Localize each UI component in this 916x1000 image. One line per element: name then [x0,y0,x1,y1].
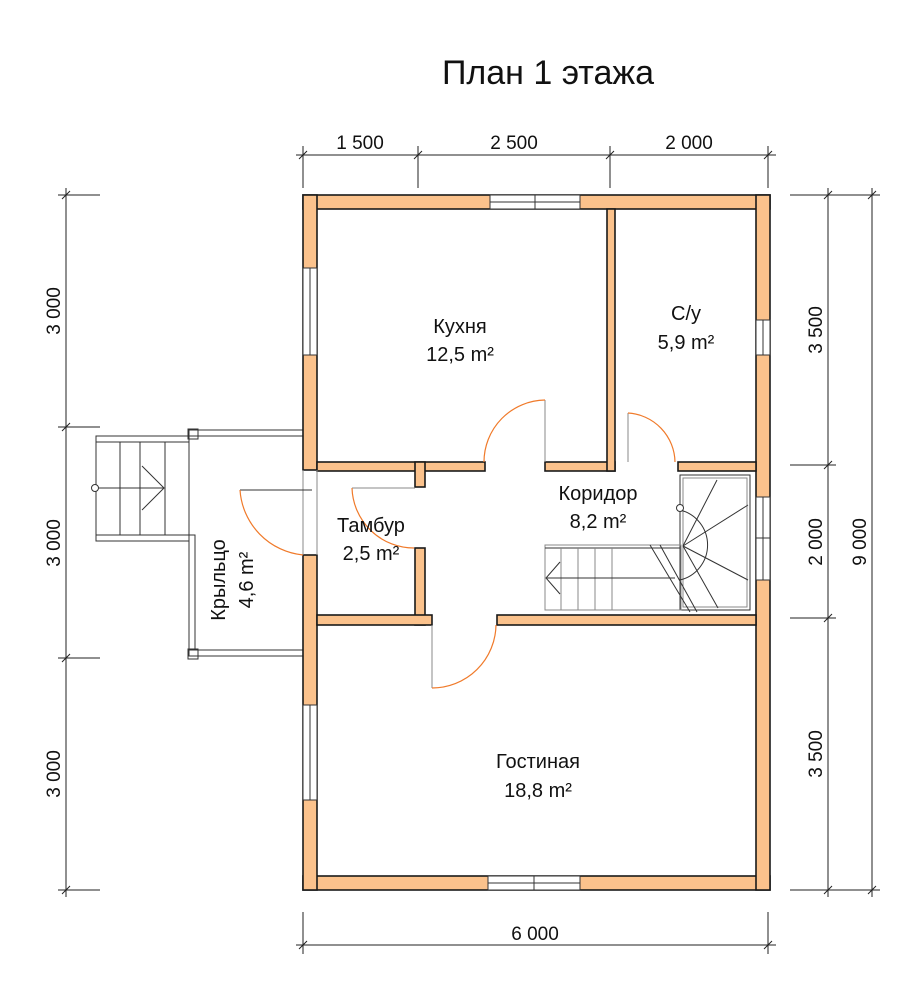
room-living: Гостиная 18,8 m² [496,751,580,802]
dim-left-1: 3 000 [44,287,65,335]
window-right-stairs [755,496,771,581]
post [187,428,199,440]
room-area: 8,2 m² [570,511,627,533]
dim-bottom: 6 000 [511,924,559,945]
room-vestibule: Тамбур 2,5 m² [337,515,405,565]
dimension-top: 1 500 2 500 2 000 [296,133,776,188]
room-area: 12,5 m² [426,344,494,366]
porch [187,428,304,660]
room-name: С/у [671,303,701,325]
door-vestibule [351,487,415,549]
staircase [544,474,751,613]
dim-top-1: 1 500 [336,133,384,154]
dim-left-2: 3 000 [44,519,65,567]
dimension-left: 3 000 3 000 3 000 [44,188,100,897]
dim-right-total: 9 000 [850,518,871,566]
window-left-kitchen [302,267,318,356]
dim-right-1: 3 500 [806,306,827,354]
plan-title: План 1 этажа [442,54,654,92]
door-kitchen [483,399,546,463]
window-right-bath [755,319,771,356]
dim-left-3: 3 000 [44,750,65,798]
porch-steps [91,435,190,542]
room-area: 4,6 m² [236,551,258,608]
room-area: 2,5 m² [343,543,400,565]
dimension-right: 3 500 2 000 3 500 9 000 [790,188,880,897]
room-name: Гостиная [496,751,580,773]
dim-right-3: 3 500 [806,730,827,778]
room-bathroom: С/у 5,9 m² [658,303,715,354]
door-entry [239,489,312,556]
room-name: Коридор [559,483,638,505]
room-corridor: Коридор 8,2 m² [559,483,638,533]
room-name: Кухня [433,316,487,338]
dim-top-3: 2 000 [665,133,713,154]
door-living [431,624,497,689]
room-area: 18,8 m² [504,780,572,802]
window-top [489,194,581,210]
window-left-living [302,704,318,801]
dim-right-2: 2 000 [806,518,827,566]
post [187,648,199,660]
windows [302,194,771,891]
dim-top-2: 2 500 [490,133,538,154]
dimension-bottom: 6 000 [296,912,776,954]
room-area: 5,9 m² [658,332,715,354]
window-bottom [487,875,581,891]
doors [239,399,676,689]
door-bathroom [627,412,676,463]
room-kitchen: Кухня 12,5 m² [426,316,494,366]
room-name: Тамбур [337,515,405,537]
room-porch: Крыльцо 4,6 m² [208,539,258,621]
room-name: Крыльцо [208,539,230,621]
